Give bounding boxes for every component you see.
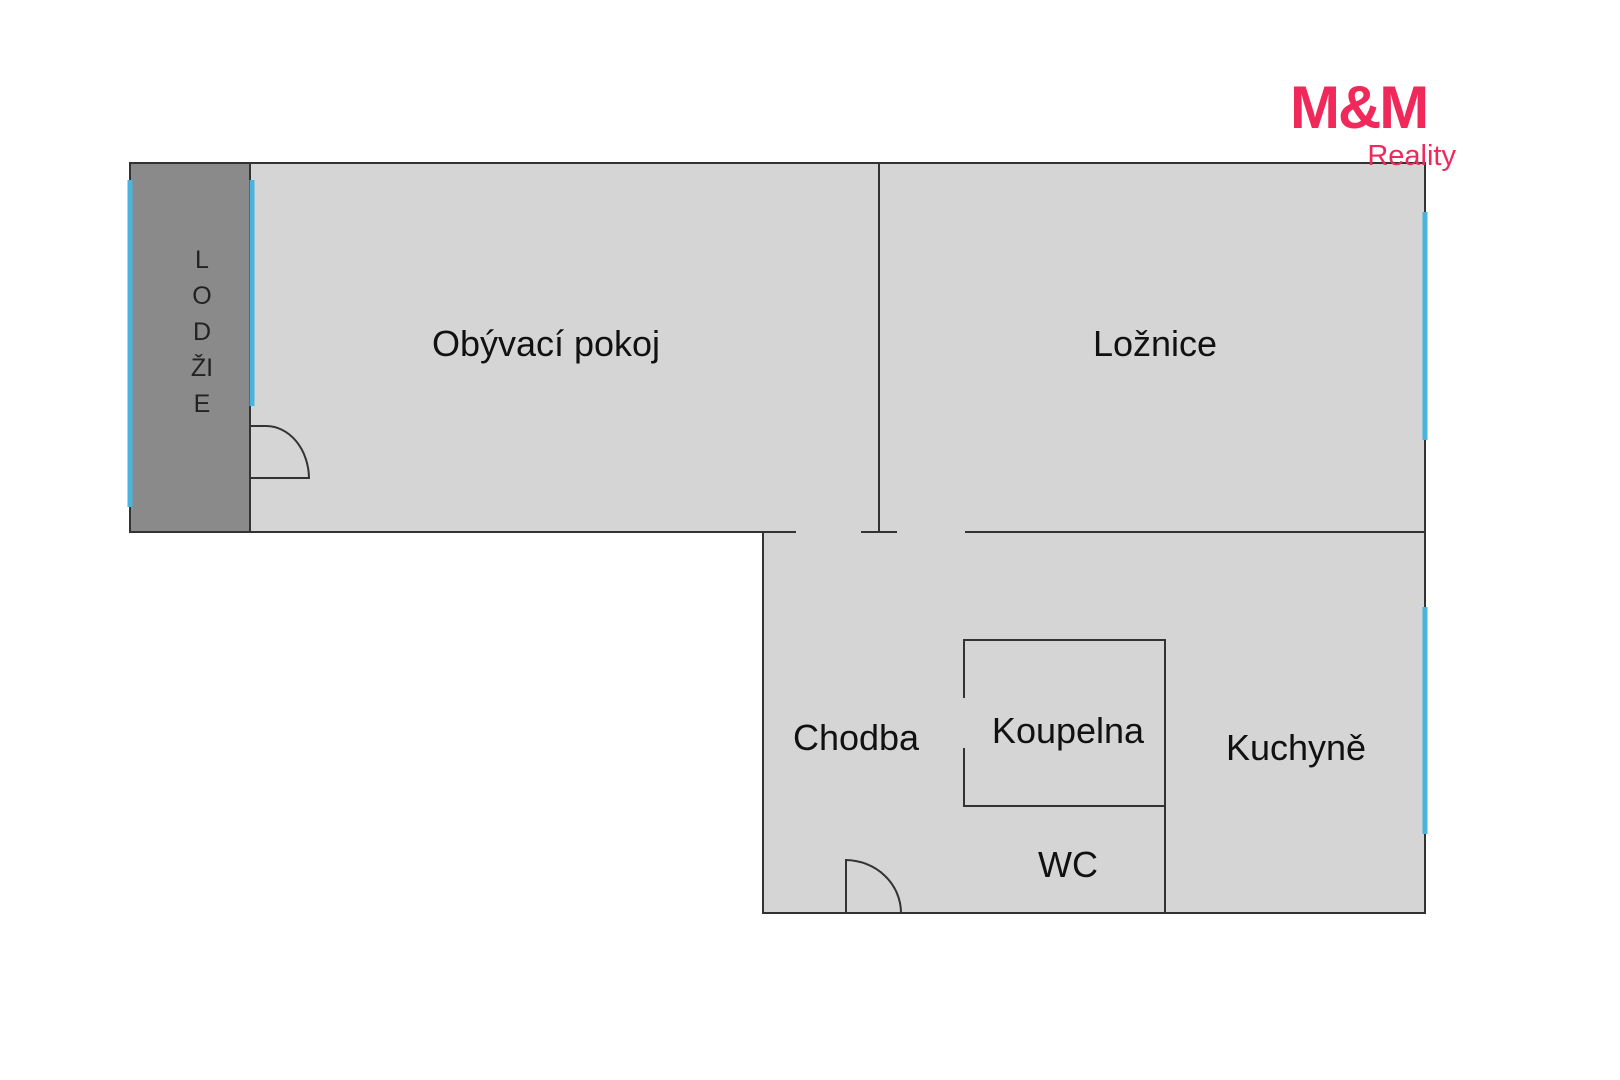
bedroom-label: Ložnice [1092, 323, 1218, 364]
door-opening [796, 529, 861, 535]
loggia-area [129, 162, 251, 533]
door-opening [961, 833, 967, 882]
brand-tagline: Reality [1367, 140, 1456, 172]
living-room-label: Obývací pokoj [431, 323, 661, 364]
kitchen-label: Kuchyně [1225, 727, 1367, 768]
door-swing [845, 858, 902, 914]
loggia-label: LODŽIE [190, 246, 214, 418]
bedroom-area [878, 162, 1426, 533]
door-opening [897, 529, 965, 535]
hallway-label: Chodba [792, 717, 920, 758]
bathroom-label: Koupelna [991, 710, 1145, 751]
brand-name: M&M [1290, 74, 1429, 141]
door-opening [961, 698, 967, 748]
living-room-area [249, 162, 880, 533]
brand-logo: M&M Reality [1290, 78, 1460, 178]
door-swing [250, 425, 311, 479]
wc-label: WC [1038, 844, 1098, 885]
